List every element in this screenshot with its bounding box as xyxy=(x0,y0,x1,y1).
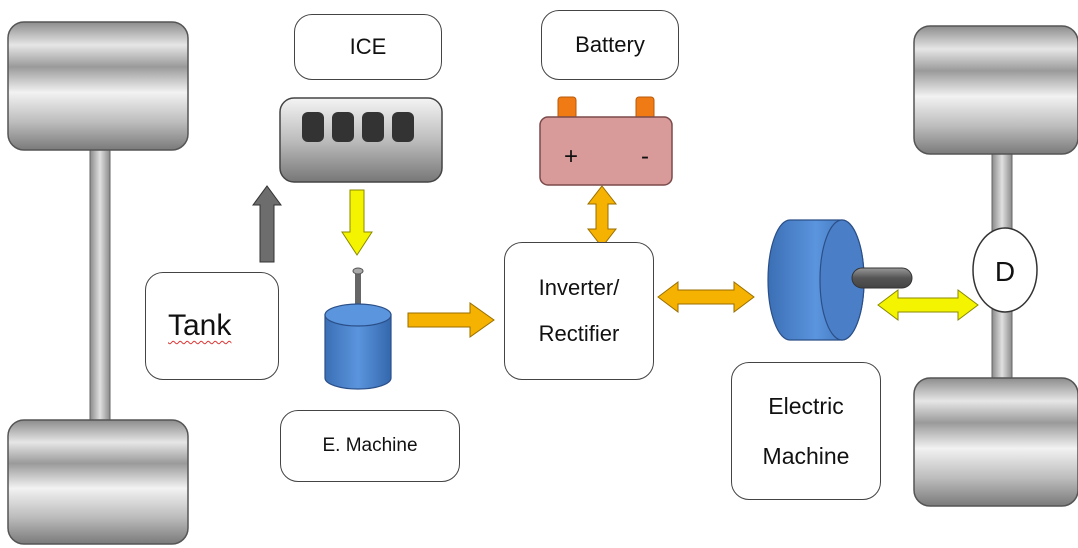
battery-terminal-negative xyxy=(635,96,655,120)
engine-cylinder-3 xyxy=(362,112,384,142)
electric-machine-label-line2: Machine xyxy=(762,443,850,469)
motor-differential-arrow xyxy=(877,289,979,321)
tank-label-box: Tank xyxy=(145,272,279,380)
e-machine-label: E. Machine xyxy=(322,435,418,456)
ice-to-generator-arrow xyxy=(341,189,373,256)
engine-cylinder-2 xyxy=(332,112,354,142)
battery-minus-sign: - xyxy=(641,143,649,170)
inverter-motor-arrow xyxy=(657,281,755,313)
ice-label-box: ICE xyxy=(294,14,442,80)
motor-shaft xyxy=(851,267,913,289)
battery-terminal-positive xyxy=(557,96,577,120)
generator-to-inverter-arrow xyxy=(407,302,495,338)
generator-body xyxy=(324,314,392,390)
inverter-rectifier-box: Inverter/ Rectifier xyxy=(504,242,654,380)
left-axle xyxy=(89,139,111,441)
engine-cylinder-1 xyxy=(302,112,324,142)
differential xyxy=(972,227,1038,313)
battery-plus-sign: + xyxy=(564,143,578,170)
left-rear-wheel xyxy=(7,419,189,545)
battery-label-box: Battery xyxy=(541,10,679,80)
fuel-flow-arrow xyxy=(252,185,282,263)
battery-body xyxy=(539,116,673,186)
battery-label: Battery xyxy=(575,32,645,57)
right-front-wheel xyxy=(913,25,1078,155)
left-front-wheel xyxy=(7,21,189,151)
inverter-label-line2: Rectifier xyxy=(538,321,620,346)
tank-label: Tank xyxy=(168,309,232,342)
e-machine-label-box: E. Machine xyxy=(280,410,460,482)
inverter-label-line1: Inverter/ xyxy=(538,275,620,300)
electric-machine-box: Electric Machine xyxy=(731,362,881,500)
engine-cylinder-4 xyxy=(392,112,414,142)
electric-machine-label-line1: Electric xyxy=(768,393,844,419)
ice-label: ICE xyxy=(349,34,387,59)
differential-label: D xyxy=(995,256,1015,287)
generator-shaft-tip xyxy=(352,267,364,275)
generator-top xyxy=(324,303,392,327)
battery-inverter-arrow xyxy=(586,185,618,248)
right-rear-wheel xyxy=(913,377,1078,507)
